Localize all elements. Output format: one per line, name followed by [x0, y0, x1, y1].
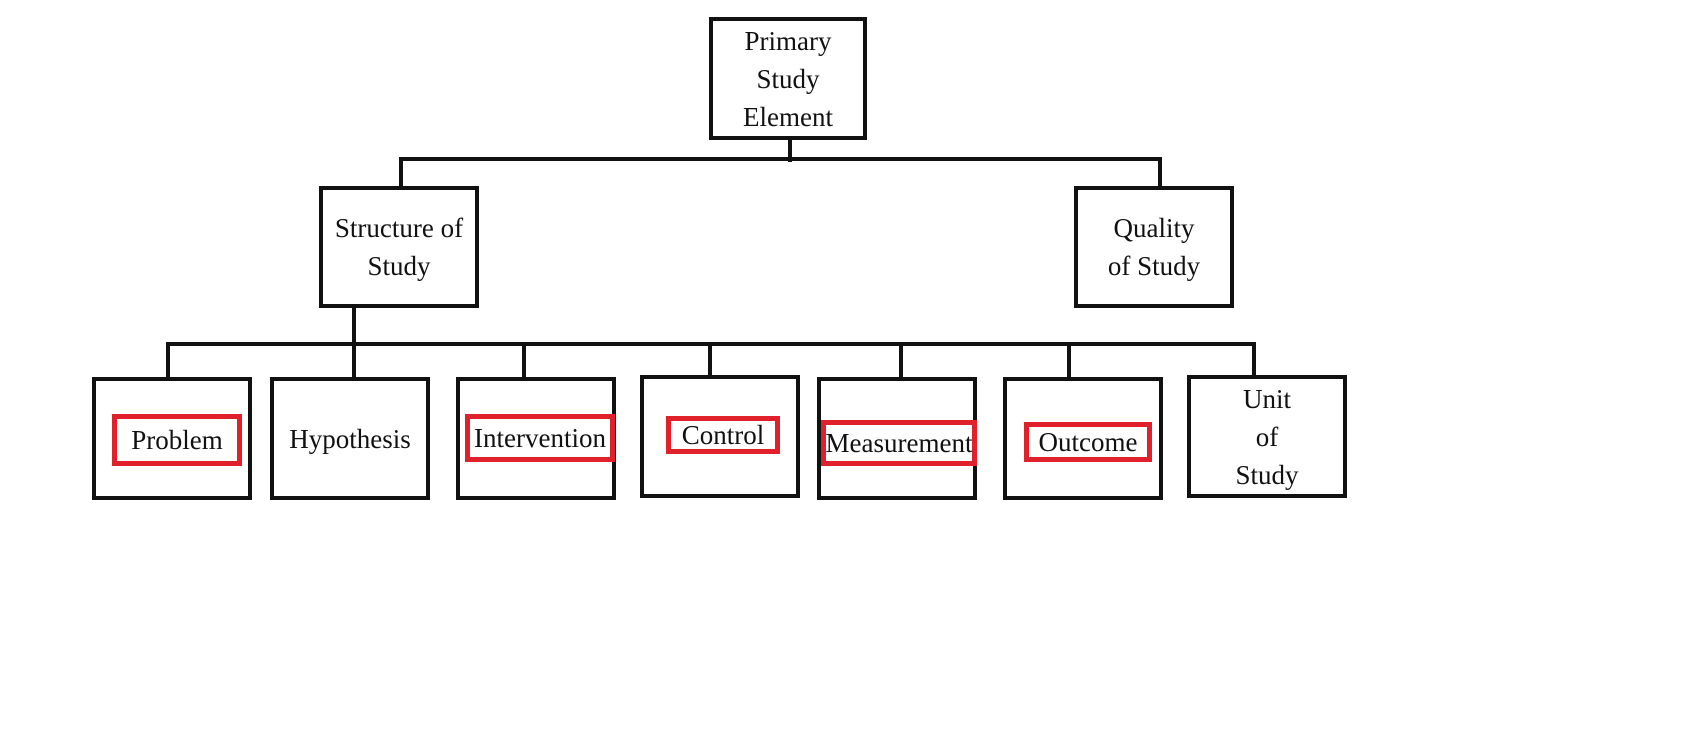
- node-label: Measurement: [825, 428, 973, 458]
- connector-to-unit: [1252, 342, 1256, 376]
- highlight-box: Measurement: [821, 420, 977, 466]
- highlight-box: Control: [666, 416, 780, 454]
- connector-to-control: [708, 342, 712, 376]
- node-label: Unit of Study: [1235, 383, 1299, 490]
- node-measurement: Measurement: [817, 377, 977, 500]
- node-label: Control: [681, 420, 765, 450]
- connector-to-problem: [166, 342, 170, 378]
- node-intervention: Intervention: [456, 377, 616, 500]
- connector-to-outcome: [1067, 342, 1071, 378]
- connector-to-measurement: [899, 342, 903, 378]
- connector-to-structure: [399, 157, 403, 187]
- node-unit-of-study: Unit of Study: [1187, 375, 1347, 498]
- node-control: Control: [640, 375, 800, 498]
- node-label: Hypothesis: [289, 423, 411, 454]
- node-outcome: Outcome: [1003, 377, 1163, 500]
- connector-root-down: [788, 139, 792, 162]
- node-hypothesis: Hypothesis: [270, 377, 430, 500]
- node-label: Outcome: [1038, 427, 1138, 457]
- node-quality-of-study: Quality of Study: [1074, 186, 1234, 308]
- node-label: Quality of Study: [1107, 213, 1201, 281]
- highlight-box: Outcome: [1024, 422, 1152, 462]
- connector-level2-bar: [399, 157, 1162, 161]
- connector-to-quality: [1158, 157, 1162, 187]
- node-structure-of-study: Structure of Study: [319, 186, 479, 308]
- node-label: Intervention: [474, 423, 606, 453]
- node-label: Problem: [131, 425, 223, 455]
- node-label: Structure of Study: [334, 213, 464, 281]
- node-problem: Problem: [92, 377, 252, 500]
- node-primary-study-element: Primary Study Element: [709, 17, 867, 140]
- highlight-box: Problem: [112, 414, 242, 466]
- highlight-box: Intervention: [465, 414, 615, 462]
- node-label: Primary Study Element: [743, 25, 833, 132]
- connector-to-intervention: [522, 342, 526, 378]
